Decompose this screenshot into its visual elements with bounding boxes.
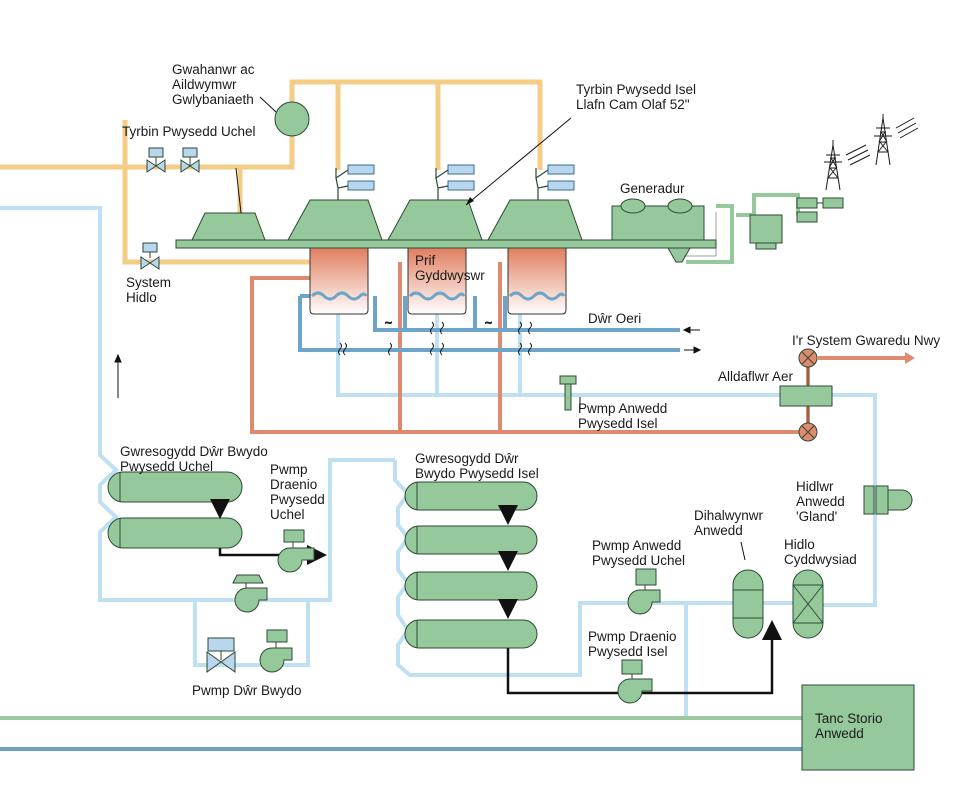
transformer (684, 193, 844, 264)
label-cooling-water: Dŵr Oeri (588, 311, 642, 326)
moisture-separator (274, 101, 310, 137)
label-air-ejector: Alldaflwr Aer (718, 369, 794, 384)
label-exhaust-system: I'r System Gwaredu Nwy (792, 333, 941, 348)
label-hp-drain-pump: Pwmp Draenio Pwysedd Uchel (270, 462, 325, 522)
storage-tank (801, 684, 915, 771)
pointer-lines (235, 96, 746, 561)
bottom-lines (0, 716, 802, 751)
label-moisture-separator: Gwahanwr ac Aildwymwr Gwlybaniaeth (172, 62, 255, 107)
air-ejector (779, 348, 833, 442)
cooling-direction-arrows (682, 326, 702, 354)
valve-icon (140, 147, 236, 673)
label-storage-tank: Tanc Storio Anwedd (815, 711, 883, 741)
exhaust-arrow (905, 352, 915, 364)
turbine-deck (175, 198, 717, 263)
pointer-arrowhead (466, 197, 474, 205)
label-lp-turbine: Tyrbin Pwysedd Isel Llafn Cam Olaf 52" (576, 82, 697, 112)
deaerator (732, 569, 764, 639)
label-feedwater-pump: Pwmp Dŵr Bwydo (192, 683, 302, 698)
label-generator: Generadur (620, 181, 685, 196)
cooling-breaks: ~ ~ (338, 316, 532, 356)
label-hp-feedwater-heater: Gwresogydd Dŵr Bwydo Pwysedd Uchel (120, 444, 268, 474)
label-lp-drain-pump: Pwmp Draenio Pwysedd Isel (588, 629, 677, 659)
condenser-tubes (310, 291, 566, 301)
cooling-pipes (298, 294, 680, 352)
up-arrow (114, 353, 122, 398)
feedwater-pipes (0, 206, 877, 718)
condensate-filter (792, 569, 824, 639)
label-gland-condenser: Hidlwr Anwedd 'Gland' (796, 479, 845, 524)
label-hp-turbine: Tyrbin Pwysedd Uchel (122, 124, 256, 139)
label-main-condenser: Prif Gyddwyswr (415, 253, 485, 283)
lp-feedwater-heaters (404, 481, 538, 649)
label-filter-system: System Hidlo (126, 275, 172, 305)
svg-text:~: ~ (385, 316, 392, 330)
label-lp-feedwater-heater: Gwresogydd Dŵr Bwydo Pwysedd Isel (415, 451, 539, 481)
label-deaerator: Dihalwynwr Anwedd (694, 508, 764, 538)
label-hp-condensate-pump: Pwmp Anwedd Pwysedd Uchel (592, 538, 686, 568)
gland-condenser (863, 485, 913, 515)
label-condensate-filter: Hidlo Cyddwysiad (784, 537, 857, 567)
pylon-icon (824, 114, 919, 191)
turbine-inlets (335, 164, 575, 200)
label-lp-condensate-pump: Pwmp Anwedd Pwysedd Isel (578, 401, 668, 431)
hp-feedwater-heaters (107, 471, 243, 549)
pump-icon (232, 375, 661, 704)
svg-text:~: ~ (485, 316, 492, 330)
